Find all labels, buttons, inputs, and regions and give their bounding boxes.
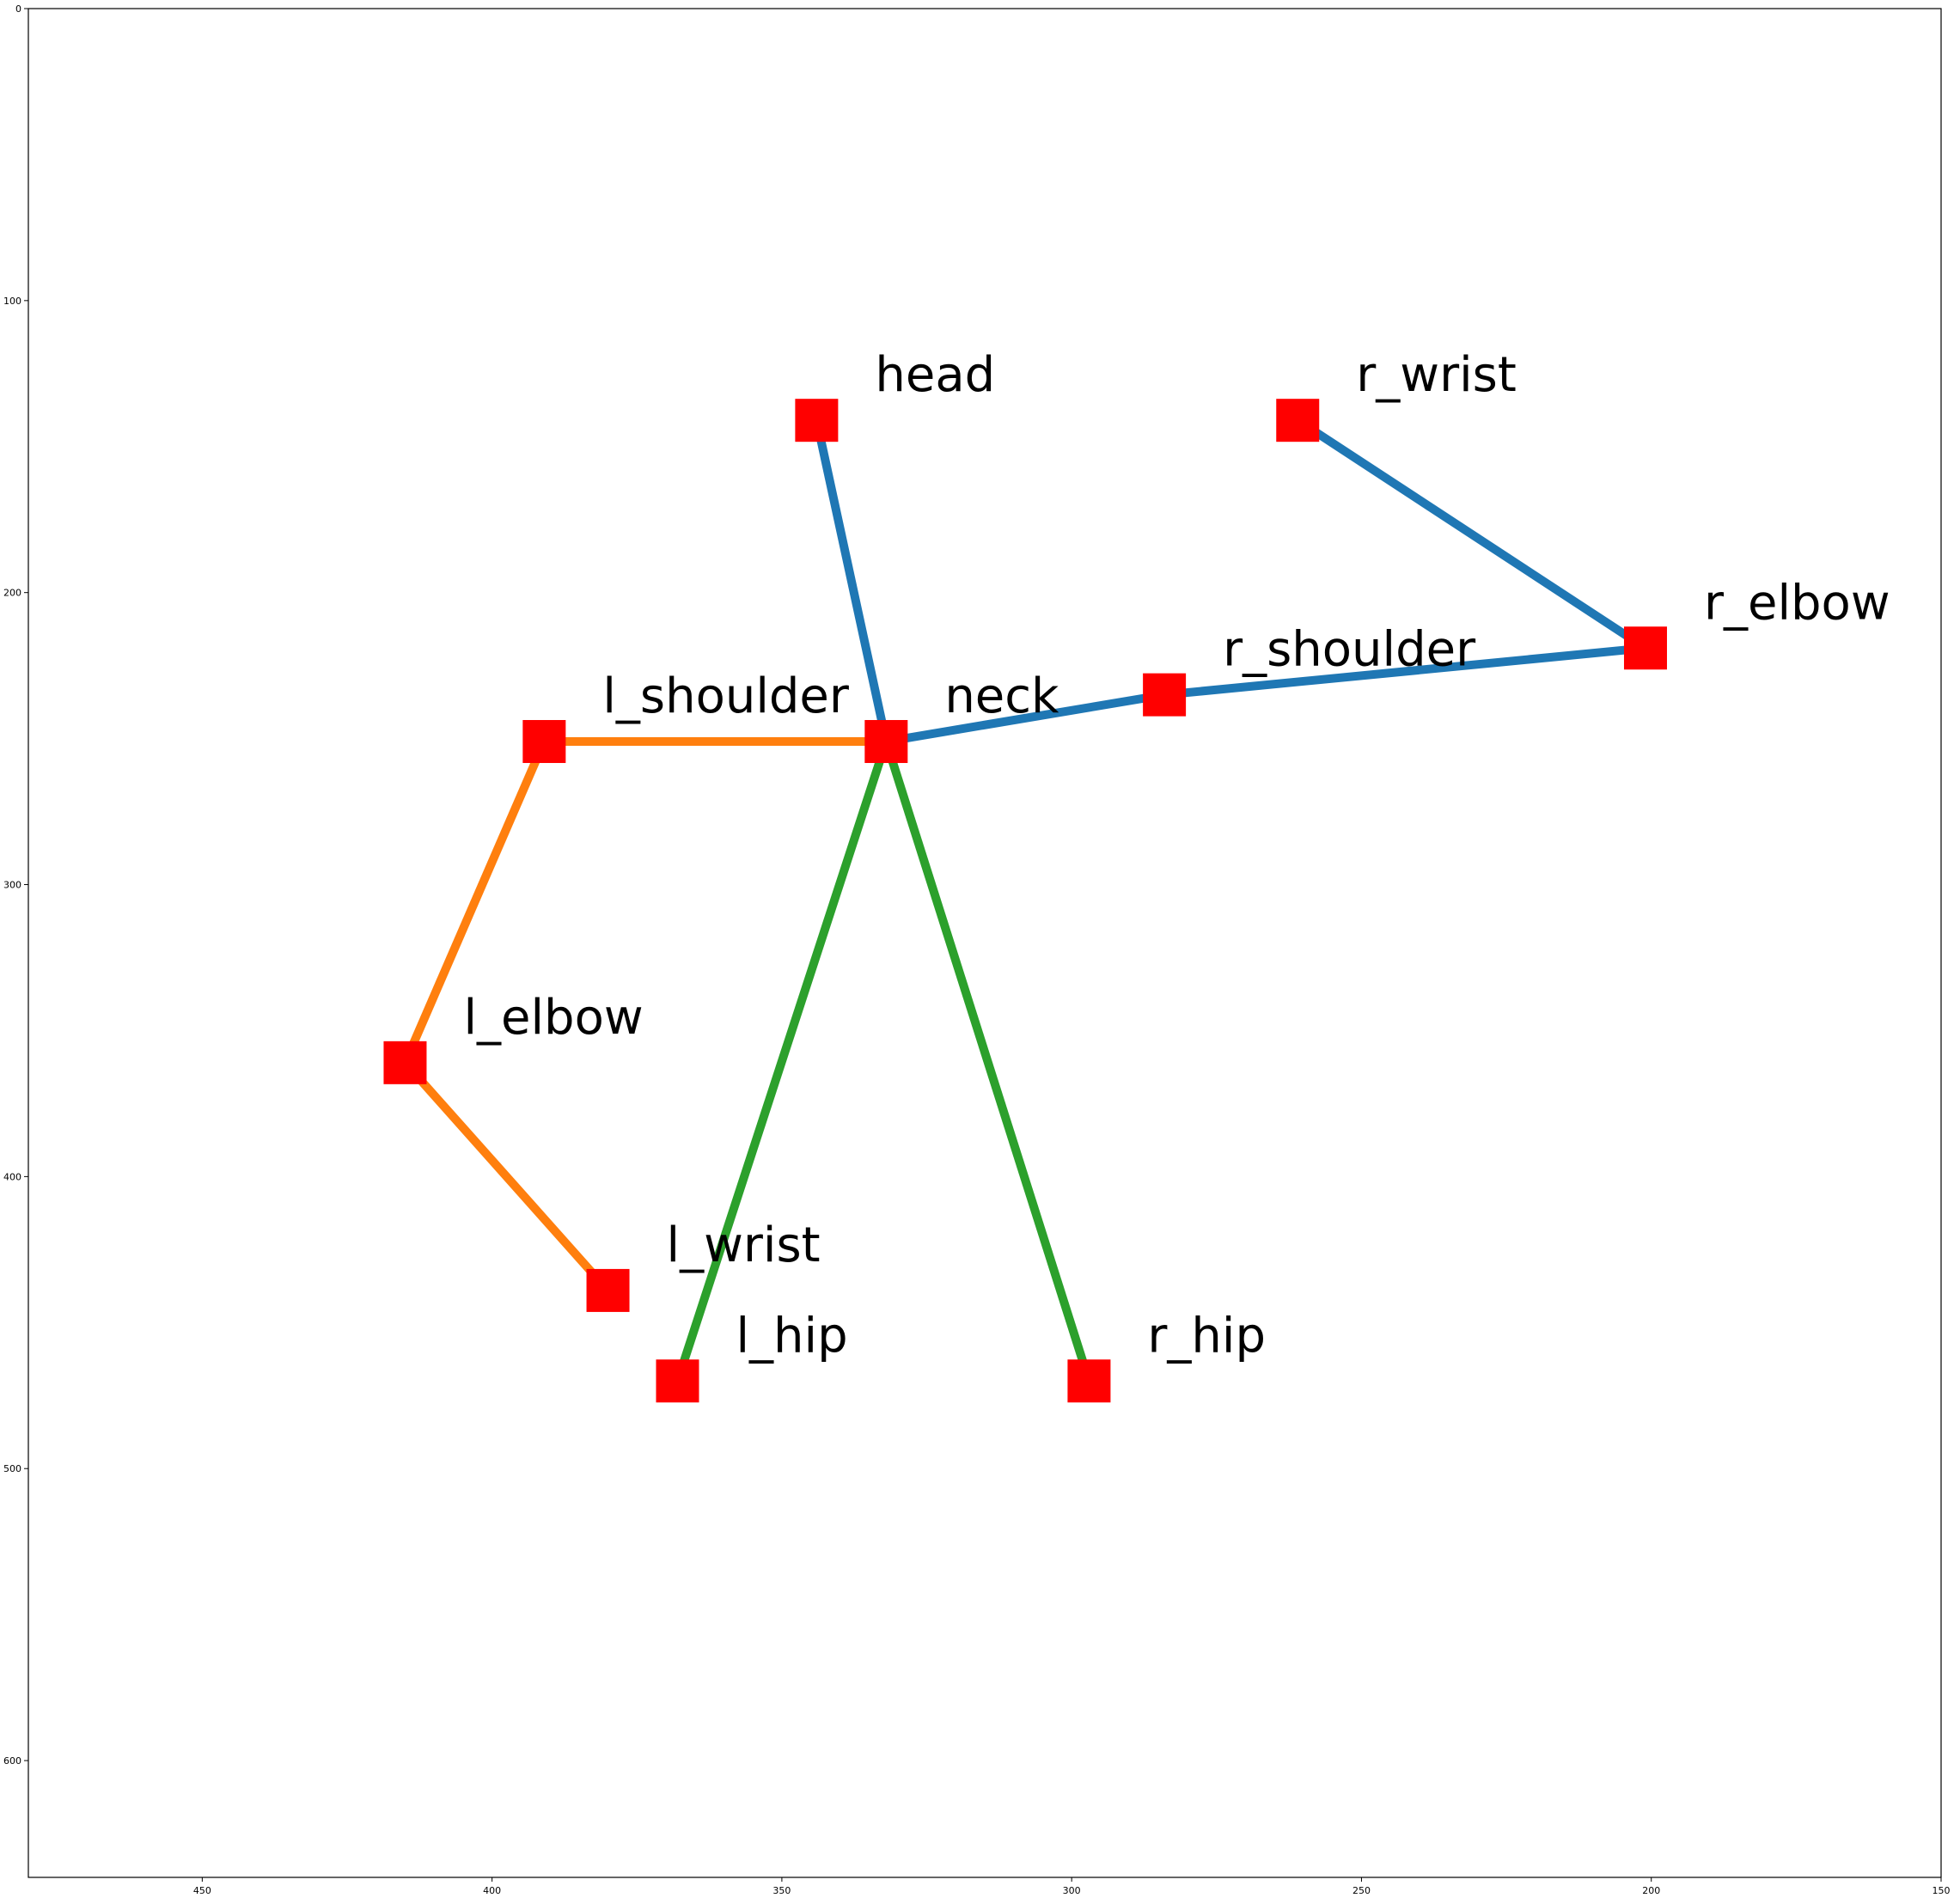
label-head: head [875,347,995,403]
marker-r_hip [1067,1359,1111,1403]
label-r_hip: r_hip [1147,1308,1266,1364]
bone-l_elbow-l_wrist [401,1059,612,1294]
bone-l_hip-neck [673,740,891,1382]
label-r_wrist: r_wrist [1356,347,1517,403]
label-l_hip: l_hip [736,1308,847,1364]
x-tick-label: 300 [1063,1885,1081,1896]
marker-r_shoulder [1143,673,1187,717]
marker-l_hip [656,1359,699,1403]
y-tick-label: 400 [3,1171,21,1182]
x-tick-label: 350 [772,1885,791,1896]
y-tick-label: 0 [15,3,21,15]
marker-l_elbow [383,1041,427,1084]
x-tick-label: 250 [1352,1885,1371,1896]
y-tick-label: 600 [3,1755,21,1767]
point-labels: head neck r_shoulder r_elbow r_wrist l_should… [463,347,1890,1364]
axis-ticks: 450 400 350 300 250 200 150 0 100 200 300 400 500 600 [3,3,1951,1896]
marker-l_shoulder [522,720,566,764]
label-r_elbow: r_elbow [1704,575,1890,631]
marker-r_wrist [1276,399,1320,442]
marker-neck [864,720,908,764]
marker-l_wrist [586,1268,630,1312]
y-tick-label: 500 [3,1463,21,1474]
point-markers [383,399,1667,1403]
x-tick-label: 400 [483,1885,501,1896]
bone-neck-r_shoulder [885,690,1165,746]
bone-head-neck [812,419,891,743]
label-neck: neck [944,668,1059,724]
marker-head [795,399,839,442]
y-tick-label: 100 [3,296,21,307]
bone-l_shoulder-l_elbow [400,740,548,1065]
label-l_elbow: l_elbow [463,990,643,1046]
label-l_shoulder: l_shoulder [602,668,850,724]
bone-r_shoulder-r_elbow [1163,644,1646,699]
label-r_shoulder: r_shoulder [1223,622,1476,678]
bone-neck-r_hip [882,740,1094,1382]
series-lines [400,416,1648,1382]
x-tick-label: 200 [1642,1885,1660,1896]
marker-r_elbow [1623,626,1667,670]
y-tick-label: 200 [3,588,21,599]
bone-r_elbow-r_wrist [1295,416,1648,652]
label-l_wrist: l_wrist [667,1218,821,1273]
x-tick-label: 150 [1933,1885,1951,1896]
plot-area [27,8,1942,1878]
y-tick-label: 300 [3,880,21,891]
x-tick-label: 450 [193,1885,211,1896]
